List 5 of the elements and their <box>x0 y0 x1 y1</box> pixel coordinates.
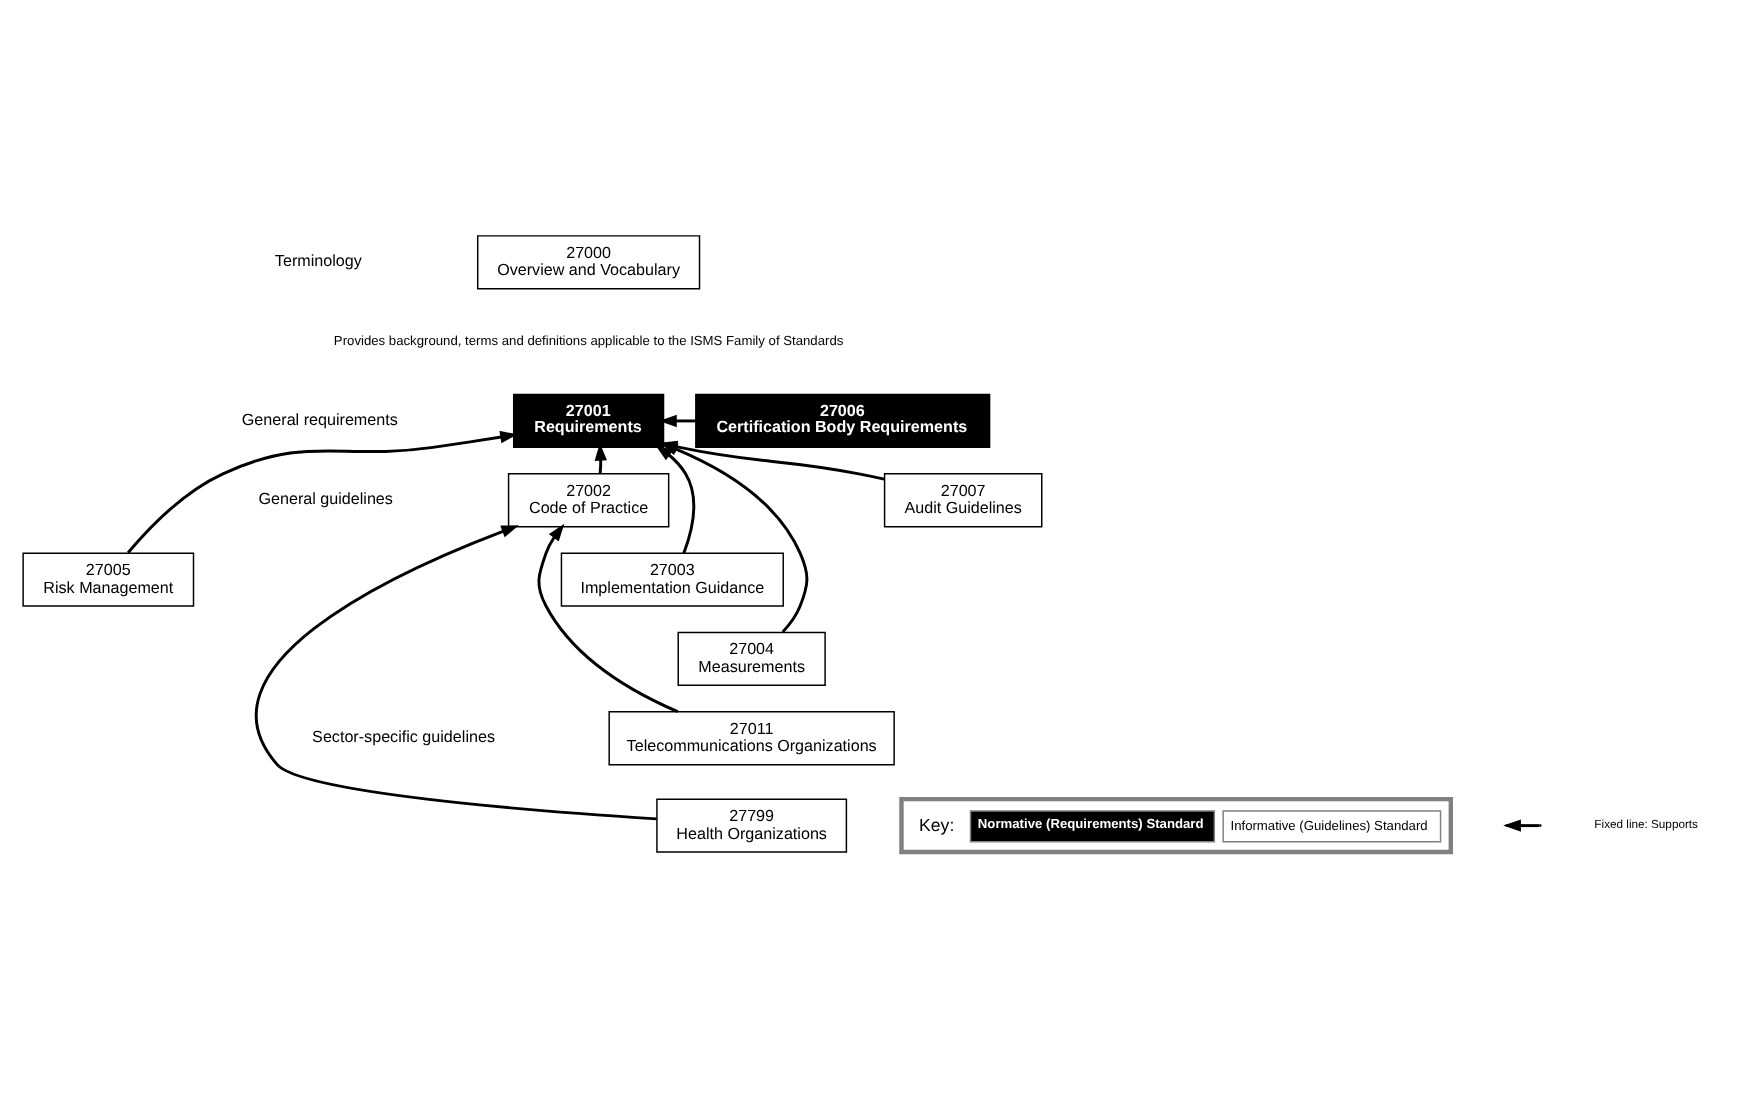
label: General requirements <box>241 410 398 429</box>
label: Key: <box>919 813 955 834</box>
label: General guidelines <box>258 489 393 508</box>
label: Terminology <box>274 251 362 270</box>
label: Sector-specific guidelines <box>312 727 495 746</box>
